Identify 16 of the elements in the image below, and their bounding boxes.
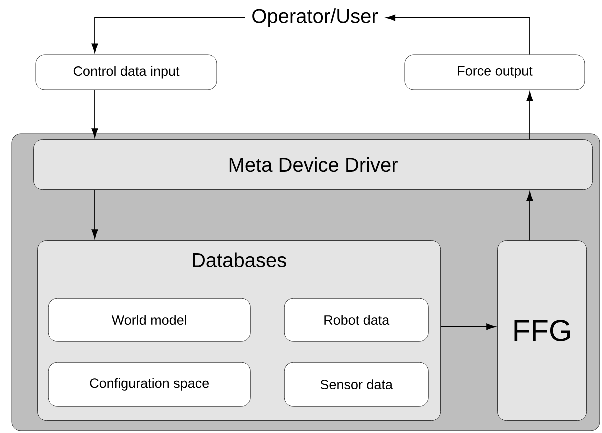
arrow [92,18,246,54]
arrow [440,324,496,330]
rounded-box: Robot data [284,298,429,342]
driver-box: Meta Device Driver [34,140,593,190]
rounded-box: Control data input [36,54,218,90]
arrow [386,14,530,56]
rounded-box: World model [48,298,251,342]
rounded-box: Configuration space [48,362,251,407]
arrow [526,192,534,242]
arrow [92,90,98,138]
rounded-box: Sensor data [284,362,429,407]
rounded-box: Force output [404,54,586,90]
arrow [526,92,534,140]
ffg-box: FFG [498,240,587,421]
arrow [92,190,98,239]
bare-text: Operator/User [252,8,378,28]
